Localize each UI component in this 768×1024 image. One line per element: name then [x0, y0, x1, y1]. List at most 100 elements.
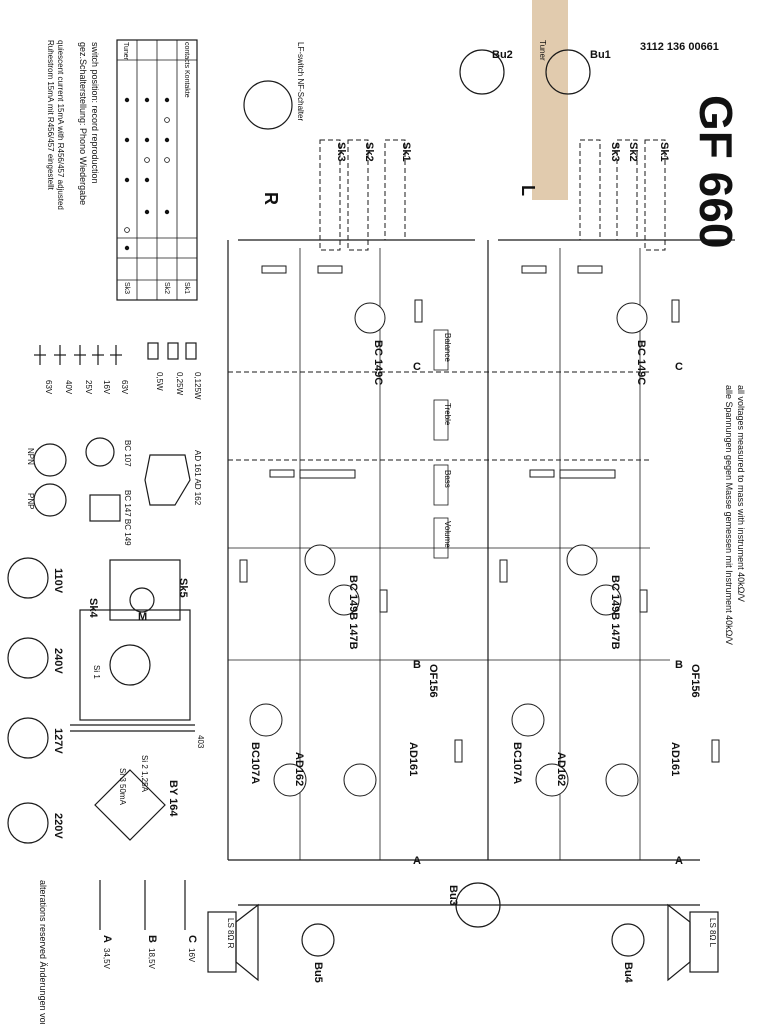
label-left-out1: BC107A	[511, 742, 523, 784]
label-left-diode: OF156	[689, 664, 701, 698]
pinout-npn: NPN	[26, 448, 35, 465]
legend-0125w: 0,125W	[193, 372, 202, 400]
socket-bu5: Bu5	[312, 962, 324, 983]
rail-c-voltage: 16V	[187, 948, 196, 963]
control-volume: Volume	[443, 521, 452, 548]
pinout-pnp: PNP	[26, 493, 35, 509]
label-right-out2: AD162	[293, 752, 305, 786]
label-right-pre: BC 149C	[372, 340, 384, 385]
control-balance: Balance	[443, 333, 452, 362]
alterations-note: alterations reserved Änderungen vorbehal…	[38, 880, 48, 1024]
label-right-diode: OF156	[427, 664, 439, 698]
switch-table: contacts Kontakte Sk1 Sk2 Sk3 Tuner	[116, 39, 198, 301]
mains-selector: 110V 240V 127V 220V	[7, 557, 64, 844]
power-supply: M 403 BY 164 Si 1 Si 2 1,25A Si 3 50mA S…	[70, 559, 205, 841]
tuner-label: Tuner	[538, 40, 547, 61]
fuse-si1: Si 1	[92, 665, 101, 679]
control-treble: Treble	[443, 403, 452, 426]
mains-240v: 240V	[52, 648, 64, 674]
socket-bu4: Bu4	[622, 962, 634, 984]
right-sk3: Sk3	[335, 142, 347, 162]
channel-right-label: R	[261, 192, 281, 205]
rail-b-voltage: 18,5V	[147, 948, 156, 970]
socket-bu1: Bu1	[590, 49, 611, 61]
legend-40v: 40V	[64, 380, 73, 395]
label-right-out3: AD161	[407, 742, 419, 776]
label-left-out3: AD161	[669, 742, 681, 776]
lf-switch-label: LF-switch NF-Schalter	[296, 42, 305, 121]
table-header-sk2: Sk2	[163, 282, 170, 294]
mains-127v: 127V	[52, 728, 64, 754]
socket-bu3: Bu3	[447, 885, 459, 906]
quiescent-note-1: quiescent current 15mA with R456/457 adj…	[56, 40, 65, 210]
left-sk1: Sk1	[658, 142, 670, 162]
pinout-bc107: BC 107	[123, 440, 132, 467]
symbol-legend: 0,125W 0,25W 0,5W 63V 16V 25V 40V 63V	[34, 342, 202, 400]
rail-b-node: B	[146, 935, 158, 943]
channel-left-label: L	[518, 185, 538, 196]
pinout-bc147: BC 147 BC 149	[123, 490, 132, 546]
switch-sk5: Sk5	[177, 578, 189, 598]
transistors: BC 149C BC 149C BC 149B 147B BC 149B 147…	[249, 302, 701, 797]
pinout-diagrams: NPN PNP BC 107 BC 147 BC 149 AD 161 AD 1…	[26, 437, 202, 546]
doc-number: 3112 136 00661	[640, 41, 719, 53]
pinout-ad161: AD 161 AD 162	[193, 450, 202, 506]
wiring	[227, 239, 735, 906]
legend-63v-b: 63V	[44, 380, 53, 395]
table-row-tuner: Tuner	[122, 42, 129, 61]
rail-c-node: C	[186, 935, 198, 943]
supply-rails: A 34,5V B 18,5V C 16V	[99, 880, 198, 970]
motor-label: M	[138, 611, 147, 623]
node-b-left: B	[675, 659, 683, 671]
speaker-left: LS 8Ω L	[708, 918, 717, 948]
rail-a-voltage: 34,5V	[102, 948, 111, 970]
resistor-blocks	[239, 265, 720, 763]
table-dots	[124, 97, 170, 251]
legend-025w: 0,25W	[175, 372, 184, 396]
socket-bu2: Bu2	[492, 49, 513, 61]
transformer-label: 403	[196, 735, 205, 749]
legend-16v: 16V	[102, 380, 111, 395]
table-header-sk1: Sk1	[183, 282, 190, 294]
input-sockets: Bu2 Bu1 Tuner LF-switch NF-Schalter	[243, 40, 611, 130]
fuse-si3: Si 3 50mA	[118, 768, 127, 806]
mains-220v: 220V	[52, 813, 64, 839]
node-labels: C C B B A A	[413, 361, 683, 867]
model-title: GF 660	[690, 95, 742, 248]
rectifier-label: BY 164	[167, 780, 179, 817]
input-switches: Sk1 Sk2 Sk3 Sk1 Sk2 Sk3	[319, 139, 670, 251]
label-left-pre: BC 149C	[635, 340, 647, 385]
switch-sk4: Sk4	[87, 598, 99, 618]
tape-strip	[532, 0, 568, 200]
table-header-sk3: Sk3	[123, 282, 130, 294]
label-left-out2: AD162	[555, 752, 567, 786]
voltage-note-en: all voltages measured to mass with instr…	[736, 385, 746, 602]
right-sk2: Sk2	[363, 142, 375, 162]
right-sk1: Sk1	[400, 142, 412, 162]
legend-63v-a: 63V	[120, 380, 129, 395]
node-c-right: C	[413, 361, 421, 373]
rail-a-node: A	[101, 935, 113, 943]
node-c-left: C	[675, 361, 683, 373]
mains-110v: 110V	[52, 568, 64, 594]
speaker-right: LS 8Ω R	[226, 918, 235, 949]
left-sk2: Sk2	[627, 142, 639, 162]
switch-note-2: gez.Schalterstellung: Phono Wiedergabe	[78, 42, 88, 205]
output-section: Bu3 Bu5 Bu4 LS 8Ω R LS 8Ω L	[207, 882, 719, 984]
node-a-right: A	[413, 855, 421, 867]
control-bass: Bass	[443, 470, 452, 488]
switch-note-1: switch position: record reproduction	[90, 42, 100, 184]
fuse-si2: Si 2 1,25A	[140, 755, 149, 793]
left-sk3: Sk3	[609, 142, 621, 162]
label-left-drv: BC 149B 147B	[609, 575, 621, 650]
node-b-right: B	[413, 659, 421, 671]
quiescent-note-2: Ruhestrom 15mA mit R456/457 eingestellt	[46, 40, 55, 191]
label-right-out1: BC107A	[249, 742, 261, 784]
legend-25v: 25V	[84, 380, 93, 395]
control-labels: Balance Treble Bass Volume	[433, 329, 452, 559]
node-a-left: A	[675, 855, 683, 867]
label-right-drv: BC 149B 147B	[347, 575, 359, 650]
table-header-contacts: contacts Kontakte	[183, 42, 190, 98]
